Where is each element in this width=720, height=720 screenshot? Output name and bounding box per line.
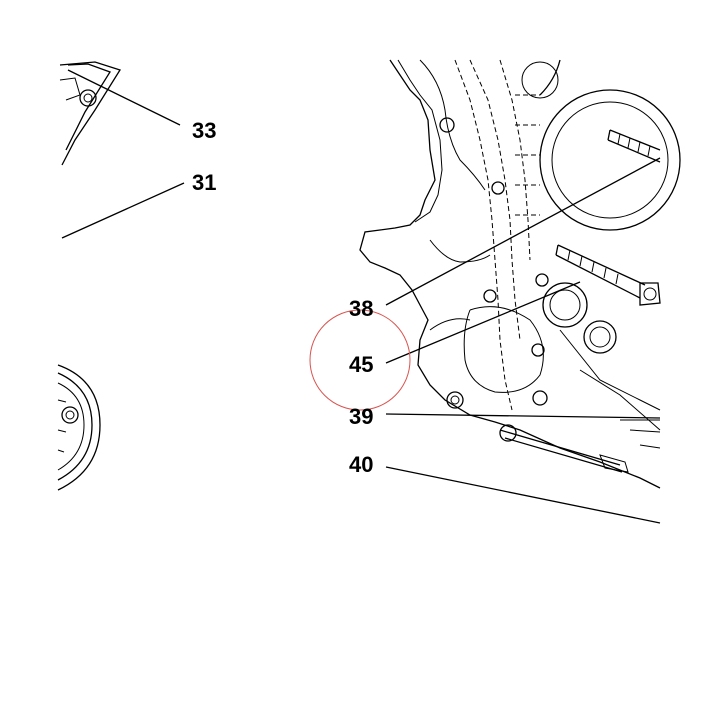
- leader-39: [385, 413, 661, 419]
- leader-45: [385, 281, 581, 364]
- callout-33: 33: [192, 118, 216, 143]
- highlight-circle: [309, 309, 411, 411]
- bracket-fragment-upper-left: [59, 61, 121, 166]
- pulley-fragment-left: [57, 364, 101, 491]
- leader-31: [61, 182, 185, 239]
- bolt-middle: [555, 244, 661, 306]
- leader-33: [67, 69, 181, 126]
- callout-45: 45: [349, 352, 373, 377]
- leader-40: [385, 466, 661, 524]
- callout-38: 38: [349, 296, 373, 321]
- callout-40: 40: [349, 452, 373, 477]
- leader-lines: [61, 69, 661, 524]
- callout-39: 39: [349, 404, 373, 429]
- engine-front-cover: [359, 59, 681, 489]
- bolt-upper: [607, 129, 661, 163]
- callout-31: 31: [192, 170, 216, 195]
- leader-38: [385, 157, 661, 306]
